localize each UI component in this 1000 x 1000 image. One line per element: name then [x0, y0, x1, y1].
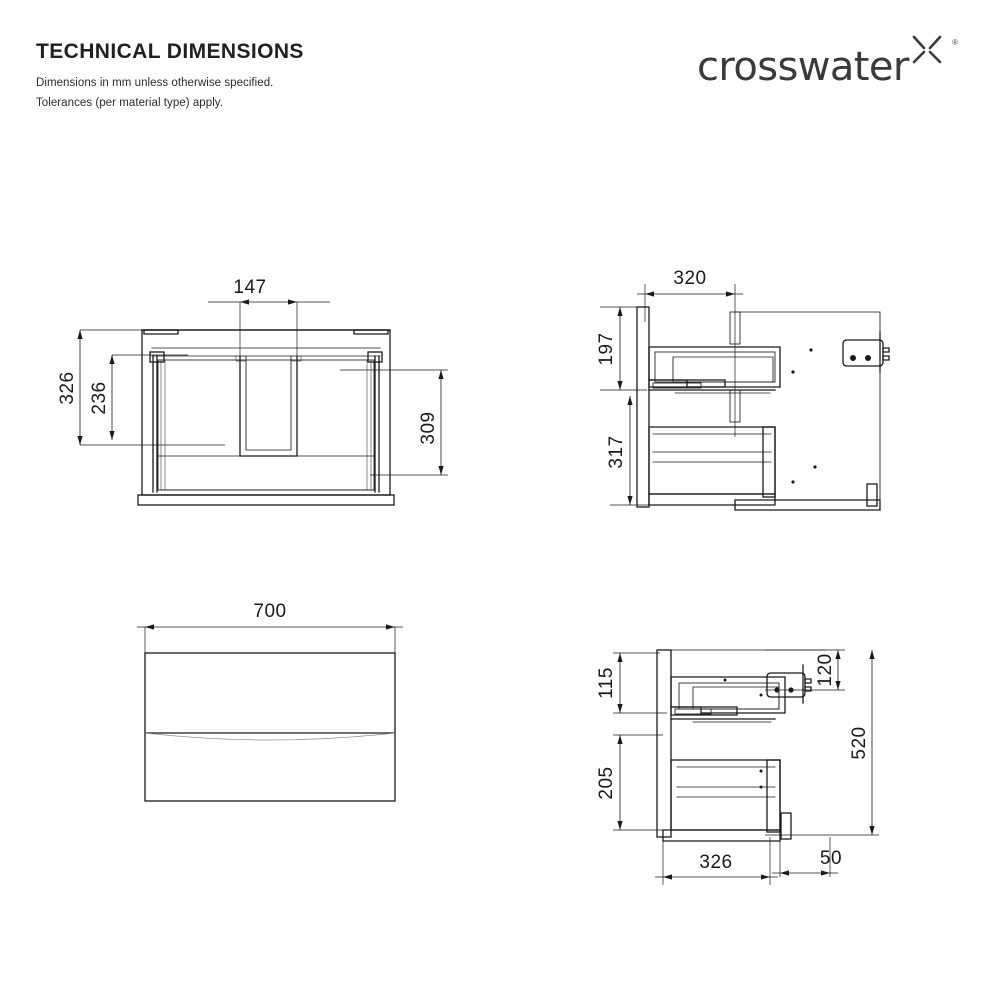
- wall-bracket-detail-lower: [766, 664, 812, 704]
- dimension-147: 147: [208, 277, 330, 360]
- dimension-309: 309: [340, 369, 448, 476]
- dimension-317: 317: [606, 396, 650, 506]
- tolerance-note: Tolerances (per material type) apply.: [36, 97, 223, 110]
- dimension-label-115: 115: [596, 667, 617, 699]
- dimension-label-120: 120: [815, 653, 836, 686]
- dimension-320: 320: [637, 268, 743, 437]
- crosswater-x-starburst-icon: [910, 34, 944, 68]
- wall-bracket-detail: [842, 331, 890, 373]
- view-front-section: 147 326 236: [40, 260, 480, 520]
- view-front-elevation: 700: [120, 595, 430, 855]
- dimension-label-326: 326: [699, 852, 732, 873]
- dimension-326-depth: 326: [655, 837, 778, 885]
- dimension-205: 205: [596, 734, 667, 831]
- view-side-section-upper: 320 197 317: [575, 262, 915, 517]
- view-side-section-lower: 115 205 120: [575, 585, 915, 895]
- page-title: TECHNICAL DIMENSIONS: [36, 40, 304, 63]
- dimension-520: 520: [765, 650, 879, 836]
- registered-trademark-symbol: ®: [952, 38, 958, 47]
- dimension-label-205: 205: [596, 766, 617, 799]
- dimension-label-326: 326: [57, 371, 78, 404]
- dimension-label-147: 147: [233, 277, 266, 298]
- dimension-326: 326: [57, 329, 225, 446]
- dimension-50: 50: [772, 837, 842, 877]
- dimension-label-309: 309: [418, 411, 439, 444]
- dimension-label-236: 236: [89, 381, 110, 414]
- dimension-label-320: 320: [673, 268, 706, 289]
- dimension-label-520: 520: [849, 726, 870, 759]
- brand-logo: crosswater ®: [697, 34, 962, 94]
- side-section-lower-geometry: [656, 649, 826, 842]
- dimension-label-700: 700: [253, 601, 286, 622]
- units-note: Dimensions in mm unless otherwise specif…: [36, 77, 274, 90]
- cabinet-front-elevation-geometry: [144, 652, 396, 802]
- dimension-label-50: 50: [820, 848, 842, 869]
- dimension-115: 115: [596, 652, 667, 714]
- dimension-700: 700: [137, 601, 403, 653]
- document-header: TECHNICAL DIMENSIONS Dimensions in mm un…: [36, 40, 556, 113]
- dimension-label-197: 197: [596, 332, 617, 365]
- brand-wordmark: crosswater: [697, 44, 909, 90]
- dimension-236: 236: [89, 354, 188, 440]
- cabinet-front-section-geometry: [137, 329, 395, 506]
- side-section-upper-geometry: [636, 306, 890, 511]
- dimension-label-317: 317: [606, 435, 627, 468]
- dimension-197: 197: [596, 306, 647, 391]
